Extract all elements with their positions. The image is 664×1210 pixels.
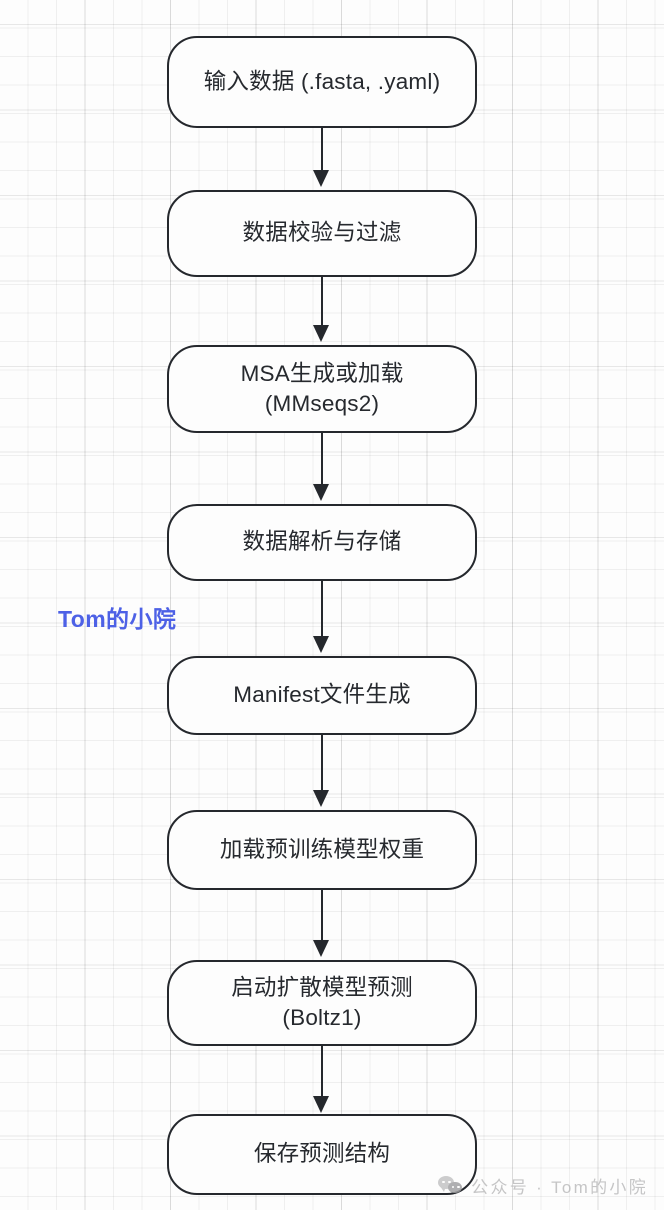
edge-line-n4-n5 [321, 581, 324, 639]
flow-node-msa-generation[interactable]: MSA生成或加载 (MMseqs2) [167, 345, 477, 433]
edge-line-n5-n6 [321, 735, 324, 793]
edge-arrowhead-n4-n5 [313, 636, 329, 653]
edge-arrowhead-n1-n2 [313, 170, 329, 187]
flow-node-label: 启动扩散模型预测 (Boltz1) [231, 974, 413, 1030]
watermark-bottom: 公众号 · Tom的小院 [438, 1173, 648, 1198]
flow-node-label: 数据解析与存储 [242, 529, 402, 555]
flow-node-input-data[interactable]: 输入数据 (.fasta, .yaml) [167, 36, 477, 128]
edge-arrowhead-n7-n8 [313, 1096, 329, 1113]
flow-node-label: MSA生成或加载 (MMseqs2) [240, 360, 404, 416]
edge-line-n2-n3 [321, 277, 324, 327]
edge-arrowhead-n5-n6 [313, 790, 329, 807]
edge-line-n6-n7 [321, 890, 324, 942]
flow-node-start-diffusion-prediction[interactable]: 启动扩散模型预测 (Boltz1) [167, 960, 477, 1046]
flow-node-label: 数据校验与过滤 [242, 220, 402, 246]
edge-line-n7-n8 [321, 1046, 324, 1098]
watermark-bottom-text: 公众号 · Tom的小院 [471, 1178, 648, 1197]
flow-node-data-validation[interactable]: 数据校验与过滤 [167, 190, 477, 277]
edge-arrowhead-n3-n4 [313, 484, 329, 501]
flow-node-data-parsing-storage[interactable]: 数据解析与存储 [167, 504, 477, 581]
flow-node-label: Manifest文件生成 [233, 682, 411, 708]
flow-node-manifest-generation[interactable]: Manifest文件生成 [167, 656, 477, 735]
wechat-icon [438, 1175, 464, 1196]
flow-node-label: 保存预测结构 [253, 1141, 391, 1167]
edge-line-n3-n4 [321, 433, 324, 487]
edge-line-n1-n2 [321, 128, 324, 172]
watermark-blue-text: Tom的小院 [58, 606, 177, 632]
flow-node-save-predicted-structure[interactable]: 保存预测结构 [167, 1114, 477, 1195]
edge-arrowhead-n2-n3 [313, 325, 329, 342]
flow-node-label: 加载预训练模型权重 [219, 836, 425, 862]
flow-node-load-pretrained-weights[interactable]: 加载预训练模型权重 [167, 810, 477, 890]
edge-arrowhead-n6-n7 [313, 940, 329, 957]
flow-node-label: 输入数据 (.fasta, .yaml) [203, 68, 441, 94]
